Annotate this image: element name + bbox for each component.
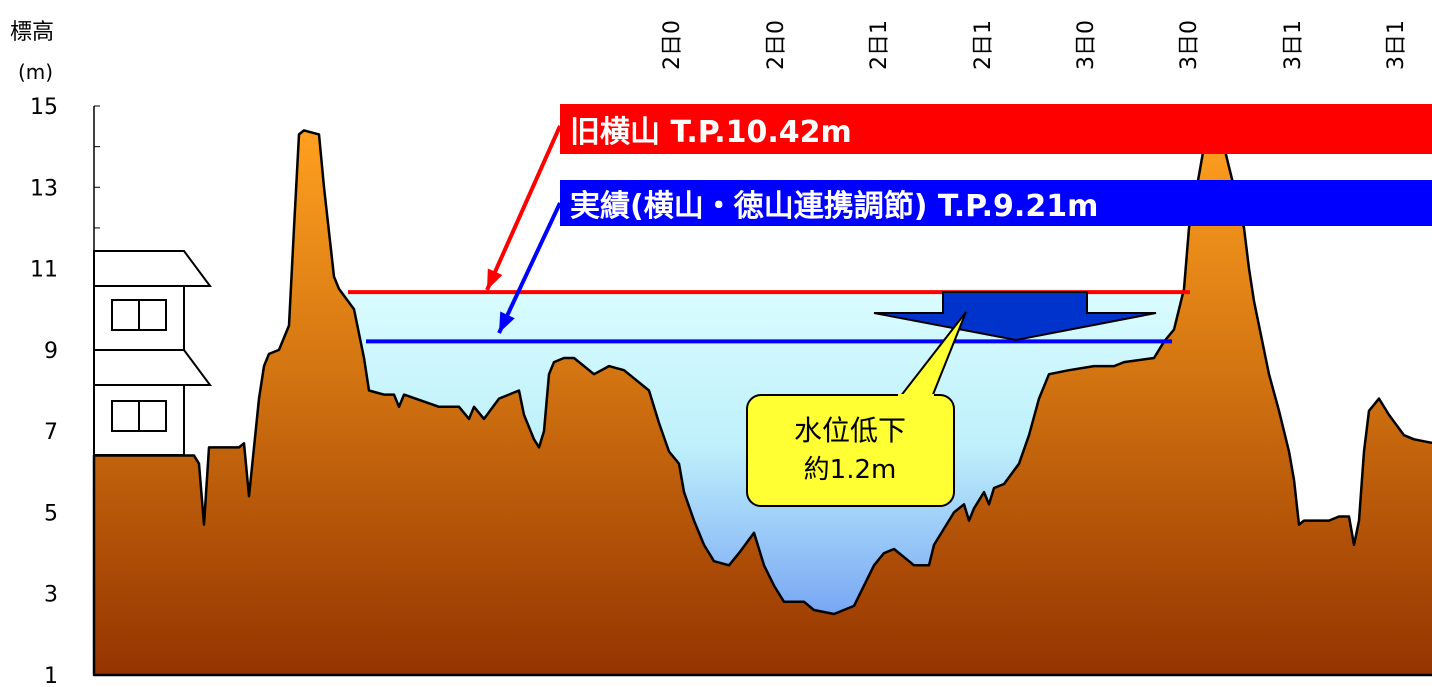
y-axis-ticks: 15 13 11 9 7 5 3 1 (30, 95, 1432, 687)
y-tick-label: 5 (44, 501, 58, 526)
legend-banner-text: 旧横山 T.P.10.42m (570, 115, 852, 150)
house-lower-roof (93, 349, 212, 386)
y-axis-unit: (m) (18, 60, 54, 84)
top-date-label: 3日1 (1281, 20, 1306, 70)
top-date-label: 3日0 (1177, 20, 1202, 70)
leader-arrow-head (487, 268, 503, 290)
y-tick-label: 13 (30, 176, 58, 201)
callout-line-1: 水位低下 (794, 414, 906, 447)
house-upper-roof (93, 250, 212, 287)
top-date-label: 3日1 (1384, 20, 1409, 70)
callout-box (746, 394, 955, 507)
leader-arrow-line (485, 125, 562, 291)
y-tick-label: 9 (44, 339, 58, 364)
house-illustration (93, 250, 212, 456)
leader-arrow-head (499, 311, 515, 333)
legend-banner-text: 実績(横山・徳山連携調節) T.P.9.21m (570, 189, 1098, 224)
callout-line-2: 約1.2m (804, 455, 897, 485)
y-tick-label: 11 (30, 258, 58, 283)
y-axis-title: 標高 (10, 20, 55, 45)
top-date-labels: 2日0 2日0 2日1 2日1 3日0 3日0 3日1 3日1 (660, 20, 1409, 70)
legend-banner (560, 180, 1432, 226)
legend-banner (560, 104, 1432, 154)
top-date-label: 2日1 (867, 20, 892, 70)
callout-seam (898, 394, 934, 398)
terrain-profile (92, 129, 1432, 677)
legend-banners: 旧横山 T.P.10.42m 実績(横山・徳山連携調節) T.P.9.21m (485, 104, 1432, 334)
drawdown-arrow (873, 291, 1157, 342)
y-tick-label: 15 (30, 95, 58, 120)
top-date-label: 3日0 (1074, 20, 1099, 70)
y-tick-label: 1 (44, 664, 58, 687)
y-tick-label: 3 (44, 583, 58, 608)
terrain-area (92, 129, 1432, 677)
top-date-label: 2日0 (764, 20, 789, 70)
top-date-label: 2日0 (660, 20, 685, 70)
leader-arrow-line (497, 202, 562, 334)
top-date-label: 2日1 (971, 20, 996, 70)
y-tick-label: 7 (44, 420, 58, 445)
